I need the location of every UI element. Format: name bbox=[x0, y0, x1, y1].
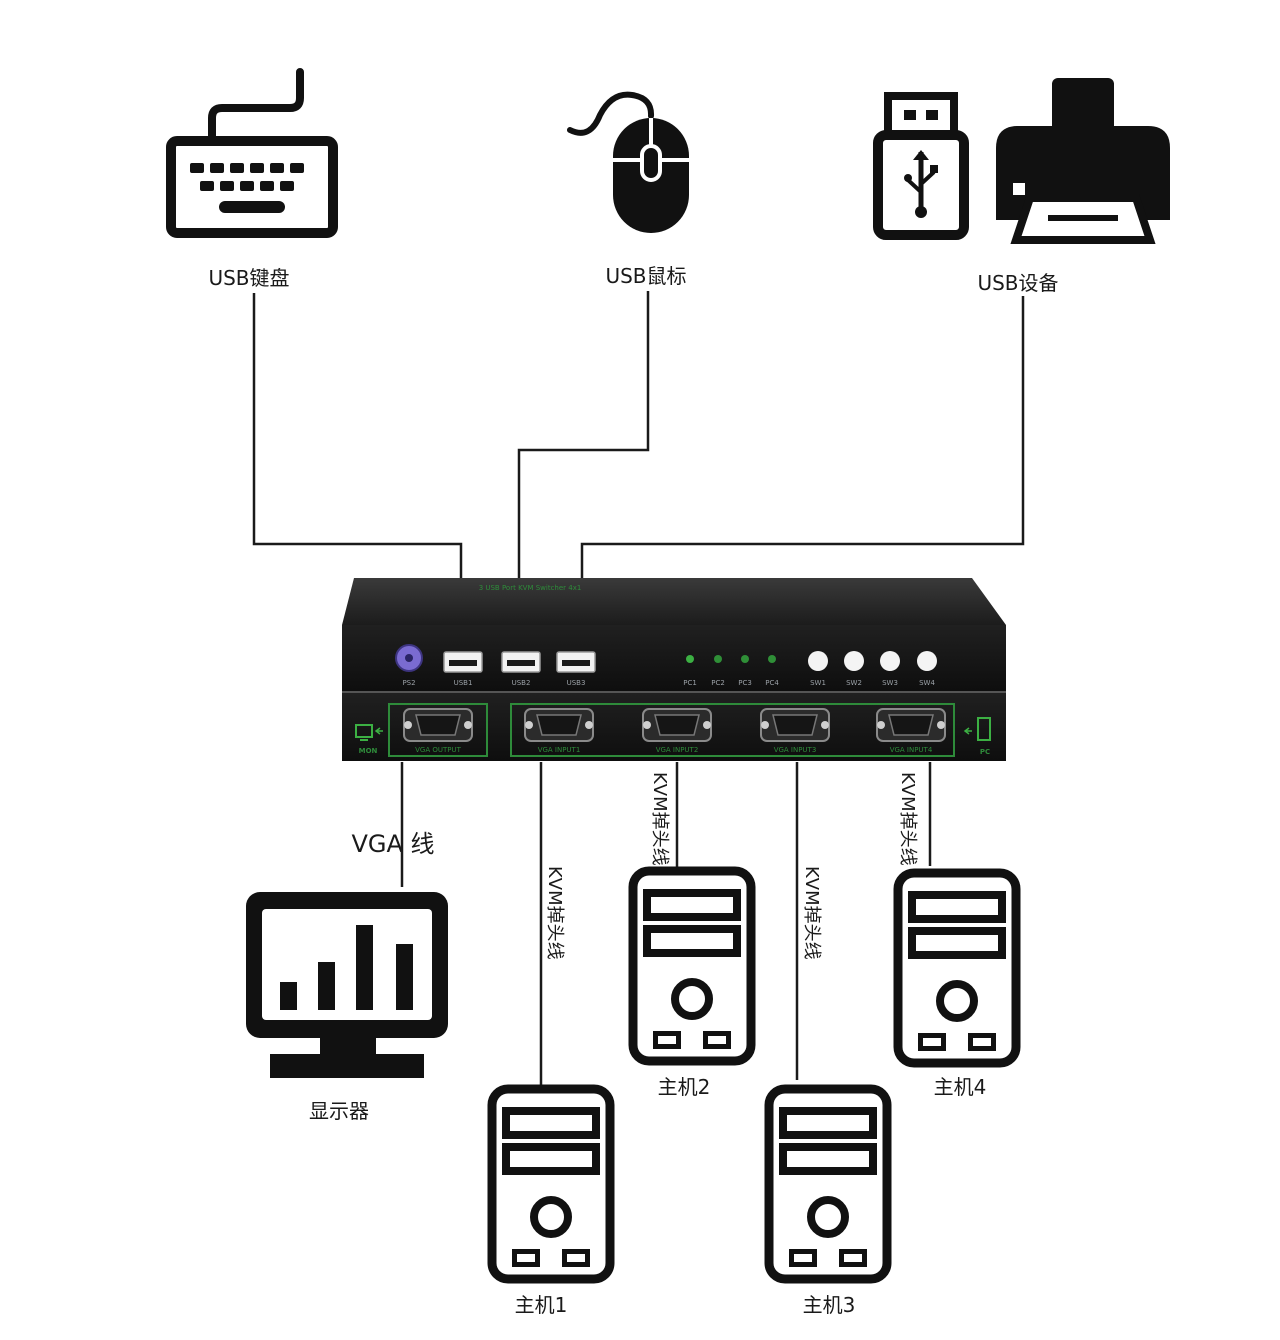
vga-input-frame bbox=[510, 703, 955, 757]
led-pc3 bbox=[741, 655, 749, 663]
vga-output-port bbox=[403, 708, 473, 742]
sw4-button bbox=[917, 651, 937, 671]
usb1-port bbox=[443, 651, 483, 673]
mouse-label: USB鼠标 bbox=[605, 264, 686, 288]
host-1-icon bbox=[492, 1089, 610, 1279]
monitor-label: 显示器 bbox=[309, 1099, 369, 1123]
host-3-icon bbox=[769, 1089, 887, 1279]
sw3-button bbox=[880, 651, 900, 671]
vga-output-label: VGA OUTPUT bbox=[415, 746, 461, 754]
keyboard-label: USB键盘 bbox=[208, 266, 289, 290]
led-pc4-label: PC4 bbox=[765, 679, 779, 687]
led-pc3-label: PC3 bbox=[738, 679, 752, 687]
vga-output-frame bbox=[388, 703, 488, 757]
sw2-label: SW2 bbox=[846, 679, 862, 687]
vga-input4-port bbox=[876, 708, 946, 742]
vga-input2-label: VGA INPUT2 bbox=[656, 746, 699, 754]
host-2-label: 主机2 bbox=[658, 1075, 711, 1099]
vga-input3-port bbox=[760, 708, 830, 742]
pc-label: PC bbox=[980, 748, 990, 756]
led-pc4 bbox=[768, 655, 776, 663]
vga-cable-label: VGA 线 bbox=[351, 830, 434, 858]
kvm-switch: 3 USB Port KVM Switcher 4x1 PS2 USB1 USB… bbox=[342, 578, 1006, 761]
vga-input4-label: VGA INPUT4 bbox=[890, 746, 933, 754]
printer-icon bbox=[996, 78, 1170, 244]
ps2-label: PS2 bbox=[402, 679, 415, 687]
sw1-label: SW1 bbox=[810, 679, 826, 687]
sw2-button bbox=[844, 651, 864, 671]
led-pc2 bbox=[714, 655, 722, 663]
kvm-cable-label-4: KVM掉头线 bbox=[897, 772, 918, 866]
switch-top-label: 3 USB Port KVM Switcher 4x1 bbox=[479, 584, 582, 592]
monitor-icon bbox=[246, 892, 448, 1078]
usb1-label: USB1 bbox=[454, 679, 473, 687]
mouse-icon bbox=[567, 91, 689, 233]
mon-label: MON bbox=[359, 747, 378, 755]
kvm-cable-label-1: KVM掉头线 bbox=[544, 866, 565, 960]
host-4-label: 主机4 bbox=[934, 1075, 987, 1099]
kvm-cable-label-2: KVM掉头线 bbox=[649, 772, 670, 866]
usb3-label: USB3 bbox=[567, 679, 586, 687]
pc-small-icon bbox=[963, 717, 991, 741]
host-4-icon bbox=[898, 873, 1016, 1063]
kvm-cable-label-3: KVM掉头线 bbox=[801, 866, 822, 960]
usb3-port bbox=[556, 651, 596, 673]
usb2-label: USB2 bbox=[512, 679, 531, 687]
usb-drive-icon bbox=[873, 92, 969, 240]
sw4-label: SW4 bbox=[919, 679, 935, 687]
host-3-label: 主机3 bbox=[803, 1293, 856, 1317]
keyboard-icon bbox=[166, 68, 338, 238]
vga-input2-port bbox=[642, 708, 712, 742]
video-cables bbox=[400, 762, 932, 1086]
sw3-label: SW3 bbox=[882, 679, 898, 687]
usb-device-label: USB设备 bbox=[977, 271, 1058, 295]
host-1-label: 主机1 bbox=[515, 1293, 568, 1317]
vga-input1-port bbox=[524, 708, 594, 742]
led-pc1 bbox=[686, 655, 694, 663]
sw1-button bbox=[808, 651, 828, 671]
host-2-icon bbox=[633, 871, 751, 1061]
led-pc1-label: PC1 bbox=[683, 679, 697, 687]
vga-input3-label: VGA INPUT3 bbox=[774, 746, 817, 754]
usb2-port bbox=[501, 651, 541, 673]
led-pc2-label: PC2 bbox=[711, 679, 725, 687]
monitor-small-icon bbox=[355, 724, 383, 741]
vga-input1-label: VGA INPUT1 bbox=[538, 746, 581, 754]
